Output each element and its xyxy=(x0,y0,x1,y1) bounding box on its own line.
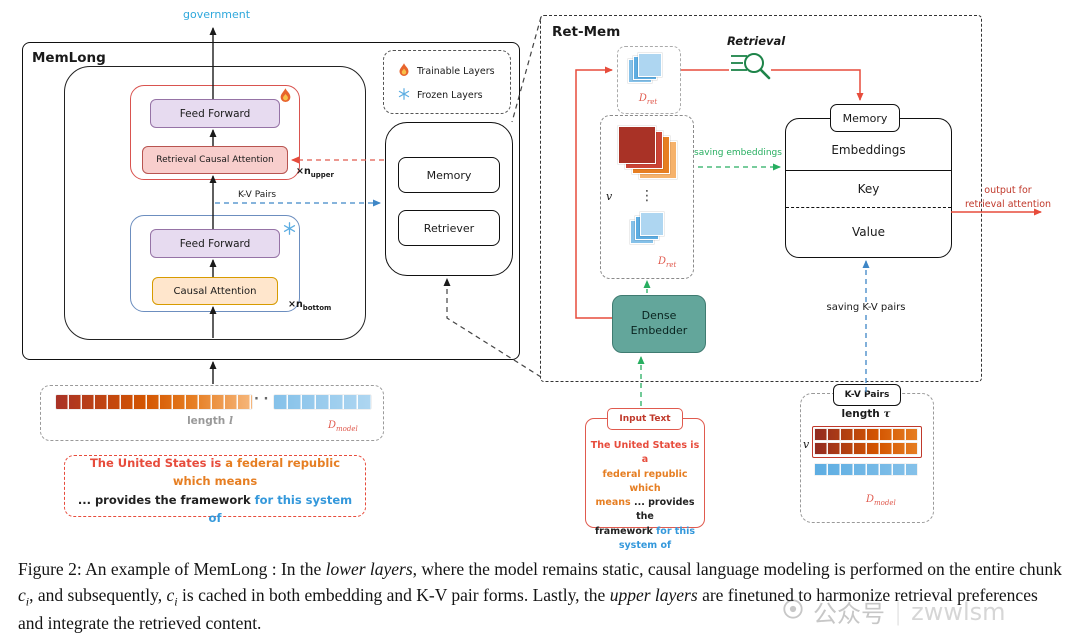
dret-query-box xyxy=(617,46,681,114)
token-strip-blue xyxy=(274,395,371,409)
retrieval-causal-attention-box: Retrieval Causal Attention xyxy=(142,146,288,174)
input-line3-orange: means xyxy=(595,497,631,508)
input-text-label: Input Text xyxy=(619,414,671,424)
input-text-label-box: Input Text xyxy=(607,408,683,430)
figure-caption: Figure 2: An example of MemLong : In the… xyxy=(18,558,1062,634)
sentence-red: The United States is xyxy=(89,455,222,470)
flame-icon xyxy=(279,88,292,107)
retriever-box: Retriever xyxy=(398,210,500,246)
kv-pairs-title-box: K-V Pairs xyxy=(833,384,901,406)
key-row: Key xyxy=(786,171,951,208)
legend-frozen-row: Frozen Layers xyxy=(398,83,510,107)
retrieval-causal-attention-label: Retrieval Causal Attention xyxy=(156,155,274,165)
snowflake-icon xyxy=(283,220,296,239)
feed-forward-upper-label: Feed Forward xyxy=(179,107,251,120)
kv-red-rows-outline xyxy=(812,426,922,458)
input-line4-black: framework xyxy=(594,525,657,537)
watermark-logo-icon xyxy=(782,598,804,626)
memlong-title: MemLong xyxy=(32,50,106,66)
retmem-title: Ret-Mem xyxy=(552,24,621,40)
flame-icon xyxy=(398,62,410,80)
memlong-outer-box xyxy=(22,42,520,360)
caption-text: Figure 2: An example of MemLong : In the xyxy=(18,558,326,579)
memory-retriever-container xyxy=(385,122,513,276)
key-row-strip-2 xyxy=(815,443,917,454)
input-line3-black: ... provides the xyxy=(630,497,695,523)
token-sequence-box xyxy=(40,385,384,441)
feed-forward-lower-box: Feed Forward xyxy=(150,229,280,258)
key-row-label: Key xyxy=(857,182,880,196)
retmem-memory-title-box: Memory xyxy=(830,104,900,132)
snowflake-icon xyxy=(398,87,410,103)
input-line1: The United States is a xyxy=(590,440,700,466)
d-model-label-kv: Dmodel xyxy=(866,494,896,507)
d-ret-label-2: Dret xyxy=(658,256,677,269)
input-line2: federal republic which xyxy=(602,468,688,494)
n-upper-label: ×nupper xyxy=(296,166,334,179)
memory-box: Memory xyxy=(398,157,500,193)
token-ellipsis: · · · xyxy=(254,392,278,407)
watermark-name: zwwlsm xyxy=(911,597,1006,626)
feed-forward-lower-label: Feed Forward xyxy=(179,237,251,250)
legend-trainable-label: Trainable Layers xyxy=(417,65,495,77)
input-line5: system of xyxy=(618,539,672,551)
retmem-outer-box xyxy=(540,15,982,382)
value-row: Value xyxy=(786,208,951,255)
input-line4-blue: for this xyxy=(656,525,696,537)
embedding-stack-red-icon xyxy=(618,126,678,182)
saving-kv-pairs-label: saving K-V pairs xyxy=(806,302,926,313)
causal-attention-box: Causal Attention xyxy=(152,277,278,305)
legend-trainable-row: Trainable Layers xyxy=(398,59,510,83)
sentence-orange: a federal republic which means xyxy=(172,455,341,489)
retmem-memory-table: Embeddings Key Value xyxy=(785,118,952,258)
d-ret-label: Dret xyxy=(638,93,658,106)
query-embedding-stack-icon xyxy=(628,53,664,85)
feed-forward-upper-box: Feed Forward xyxy=(150,99,280,128)
embedding-stack-blue-icon xyxy=(630,212,666,244)
stack-ellipsis: ⋮ xyxy=(640,188,654,204)
value-row-label: Value xyxy=(852,224,885,239)
key-row-strip xyxy=(815,429,917,440)
saving-embeddings-label: saving embeddings xyxy=(694,148,782,158)
legend-frozen-label: Frozen Layers xyxy=(417,89,483,101)
embeddings-row-label: Embeddings xyxy=(831,142,906,157)
d-model-label: Dmodel xyxy=(328,420,358,433)
kv-pairs-title: K-V Pairs xyxy=(844,390,890,400)
memory-label: Memory xyxy=(426,168,472,182)
v-label: v xyxy=(606,190,613,203)
legend-box: Trainable Layers Frozen Layers xyxy=(383,50,511,114)
watermark-label: 公众号 xyxy=(813,600,885,628)
output-token-label: government xyxy=(183,8,251,21)
retrieval-label: Retrieval xyxy=(727,34,786,48)
example-sentence-box: The United States is a federal republic … xyxy=(64,455,366,525)
kv-pairs-arrow-label: K-V Pairs xyxy=(238,190,277,200)
input-text-box: The United States is a federal republic … xyxy=(585,418,705,551)
watermark-divider: | xyxy=(894,597,903,626)
value-row-strip xyxy=(815,464,917,475)
length-tau-label: length τ xyxy=(841,408,891,420)
watermark: 公众号 | zwwlsm xyxy=(782,594,1006,629)
sentence-blue: for this system of xyxy=(208,492,353,525)
token-strip-red xyxy=(56,395,252,409)
causal-attention-label: Causal Attention xyxy=(173,285,257,297)
v-label-kv: v xyxy=(803,438,810,451)
retriever-label: Retriever xyxy=(423,221,475,235)
retmem-memory-title: Memory xyxy=(842,111,888,125)
sentence-black: ... provides the framework xyxy=(77,492,255,507)
n-bottom-label: ×nbottom xyxy=(288,299,332,312)
embeddings-row: Embeddings xyxy=(786,119,951,171)
length-l-label: length l xyxy=(187,415,233,427)
